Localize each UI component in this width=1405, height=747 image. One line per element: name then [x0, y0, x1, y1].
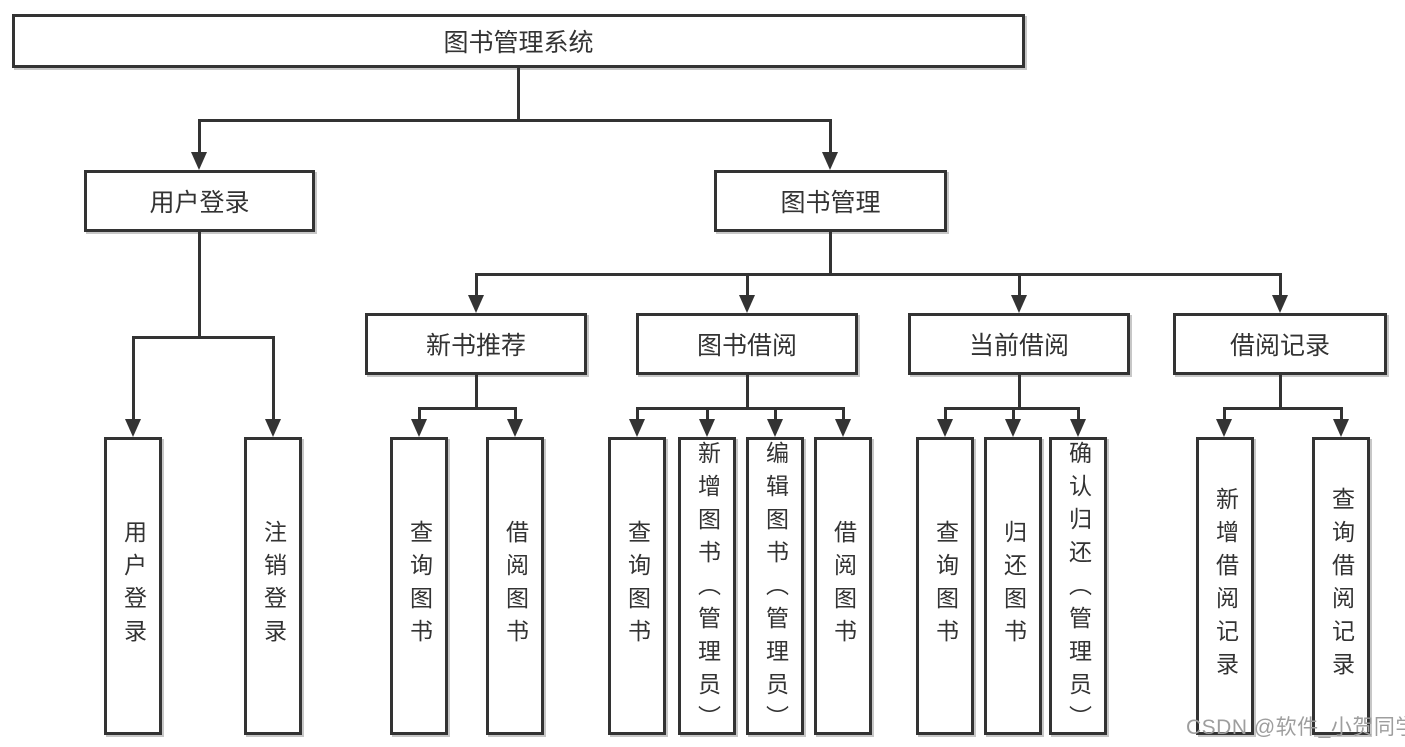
- connector-line: [842, 407, 845, 421]
- leaf-add-borrow-record: 新增借阅记录: [1196, 437, 1254, 735]
- connector-line: [475, 273, 1282, 276]
- connector-line: [517, 68, 520, 122]
- connector-line: [746, 273, 749, 296]
- arrow-down-icon: [767, 419, 783, 437]
- leaf-label: 查询图书: [624, 520, 651, 652]
- connector-line: [829, 119, 832, 153]
- connector-line: [418, 407, 517, 410]
- leaf-label: 新增借阅记录: [1212, 487, 1239, 685]
- connector-line: [1223, 407, 1226, 421]
- connector-line: [1223, 407, 1343, 410]
- connector-line: [1018, 273, 1021, 296]
- node-borrow-records: 借阅记录: [1173, 313, 1387, 375]
- node-label: 图书管理: [780, 189, 881, 217]
- leaf-label: 归还图书: [1000, 520, 1027, 652]
- connector-line: [1012, 407, 1015, 421]
- node-book-borrowing: 图书借阅: [636, 313, 858, 375]
- leaf-confirm-return-admin: 确认归还（管理员）: [1049, 437, 1107, 738]
- leaf-query-borrow-record: 查询借阅记录: [1312, 437, 1370, 735]
- arrow-down-icon: [699, 419, 715, 437]
- leaf-label: 查询图书: [406, 520, 433, 652]
- leaf-label: 新增图书（管理员）: [694, 441, 721, 738]
- leaf-label: 借阅图书: [502, 520, 529, 652]
- arrow-down-icon: [468, 295, 484, 313]
- connector-line: [706, 407, 709, 421]
- arrow-down-icon: [1272, 295, 1288, 313]
- node-label: 新书推荐: [425, 332, 526, 360]
- arrow-down-icon: [265, 419, 281, 437]
- node-label: 用户登录: [149, 189, 250, 217]
- node-user-login: 用户登录: [84, 170, 315, 232]
- leaf-return-books: 归还图书: [984, 437, 1042, 735]
- node-label: 图书借阅: [696, 332, 797, 360]
- connector-line: [944, 407, 947, 421]
- connector-line: [774, 407, 777, 421]
- arrow-down-icon: [739, 295, 755, 313]
- connector-line: [132, 336, 275, 339]
- connector-line: [636, 407, 639, 421]
- connector-line: [1018, 375, 1021, 410]
- connector-line: [272, 336, 275, 420]
- node-label: 当前借阅: [968, 332, 1069, 360]
- arrow-down-icon: [1333, 419, 1349, 437]
- arrow-down-icon: [1005, 419, 1021, 437]
- arrow-down-icon: [125, 419, 141, 437]
- connector-line: [198, 119, 832, 122]
- connector-line: [514, 407, 517, 421]
- connector-line: [475, 375, 478, 410]
- leaf-add-books-admin: 新增图书（管理员）: [678, 437, 736, 738]
- arrow-down-icon: [507, 419, 523, 437]
- node-label: 图书管理系统: [443, 29, 594, 57]
- leaf-borrow-books: 借阅图书: [486, 437, 544, 735]
- leaf-borrow-books-2: 借阅图书: [814, 437, 872, 735]
- arrow-down-icon: [411, 419, 427, 437]
- arrow-down-icon: [1011, 295, 1027, 313]
- node-library-system: 图书管理系统: [12, 14, 1025, 68]
- leaf-label: 编辑图书（管理员）: [762, 441, 789, 738]
- node-new-book-recommend: 新书推荐: [365, 313, 587, 375]
- csdn-watermark: CSDN @软件_小贺同学: [1186, 716, 1405, 739]
- leaf-query-books-2: 查询图书: [608, 437, 666, 735]
- connector-line: [1340, 407, 1343, 421]
- leaf-label: 查询借阅记录: [1328, 487, 1355, 685]
- leaf-label: 借阅图书: [830, 520, 857, 652]
- leaf-label: 确认归还（管理员）: [1065, 441, 1092, 738]
- node-book-management: 图书管理: [714, 170, 947, 232]
- connector-line: [829, 232, 832, 276]
- leaf-logout: 注销登录: [244, 437, 302, 735]
- connector-line: [475, 273, 478, 296]
- leaf-edit-books-admin: 编辑图书（管理员）: [746, 437, 804, 738]
- connector-line: [132, 336, 135, 420]
- arrow-down-icon: [191, 152, 207, 170]
- arrow-down-icon: [1216, 419, 1232, 437]
- arrow-down-icon: [822, 152, 838, 170]
- connector-line: [636, 407, 845, 410]
- connector-line: [198, 232, 201, 339]
- node-current-borrowing: 当前借阅: [908, 313, 1130, 375]
- connector-line: [1279, 273, 1282, 296]
- connector-line: [1279, 375, 1282, 410]
- leaf-user-login: 用户登录: [104, 437, 162, 735]
- arrow-down-icon: [835, 419, 851, 437]
- arrow-down-icon: [1070, 419, 1086, 437]
- arrow-down-icon: [629, 419, 645, 437]
- connector-line: [418, 407, 421, 421]
- connector-line: [198, 119, 201, 153]
- node-label: 借阅记录: [1229, 332, 1330, 360]
- connector-line: [746, 375, 749, 410]
- leaf-label: 查询图书: [932, 520, 959, 652]
- leaf-label: 注销登录: [260, 520, 287, 652]
- arrow-down-icon: [937, 419, 953, 437]
- leaf-query-books-3: 查询图书: [916, 437, 974, 735]
- leaf-query-books: 查询图书: [390, 437, 448, 735]
- connector-line: [1077, 407, 1080, 421]
- leaf-label: 用户登录: [120, 520, 147, 652]
